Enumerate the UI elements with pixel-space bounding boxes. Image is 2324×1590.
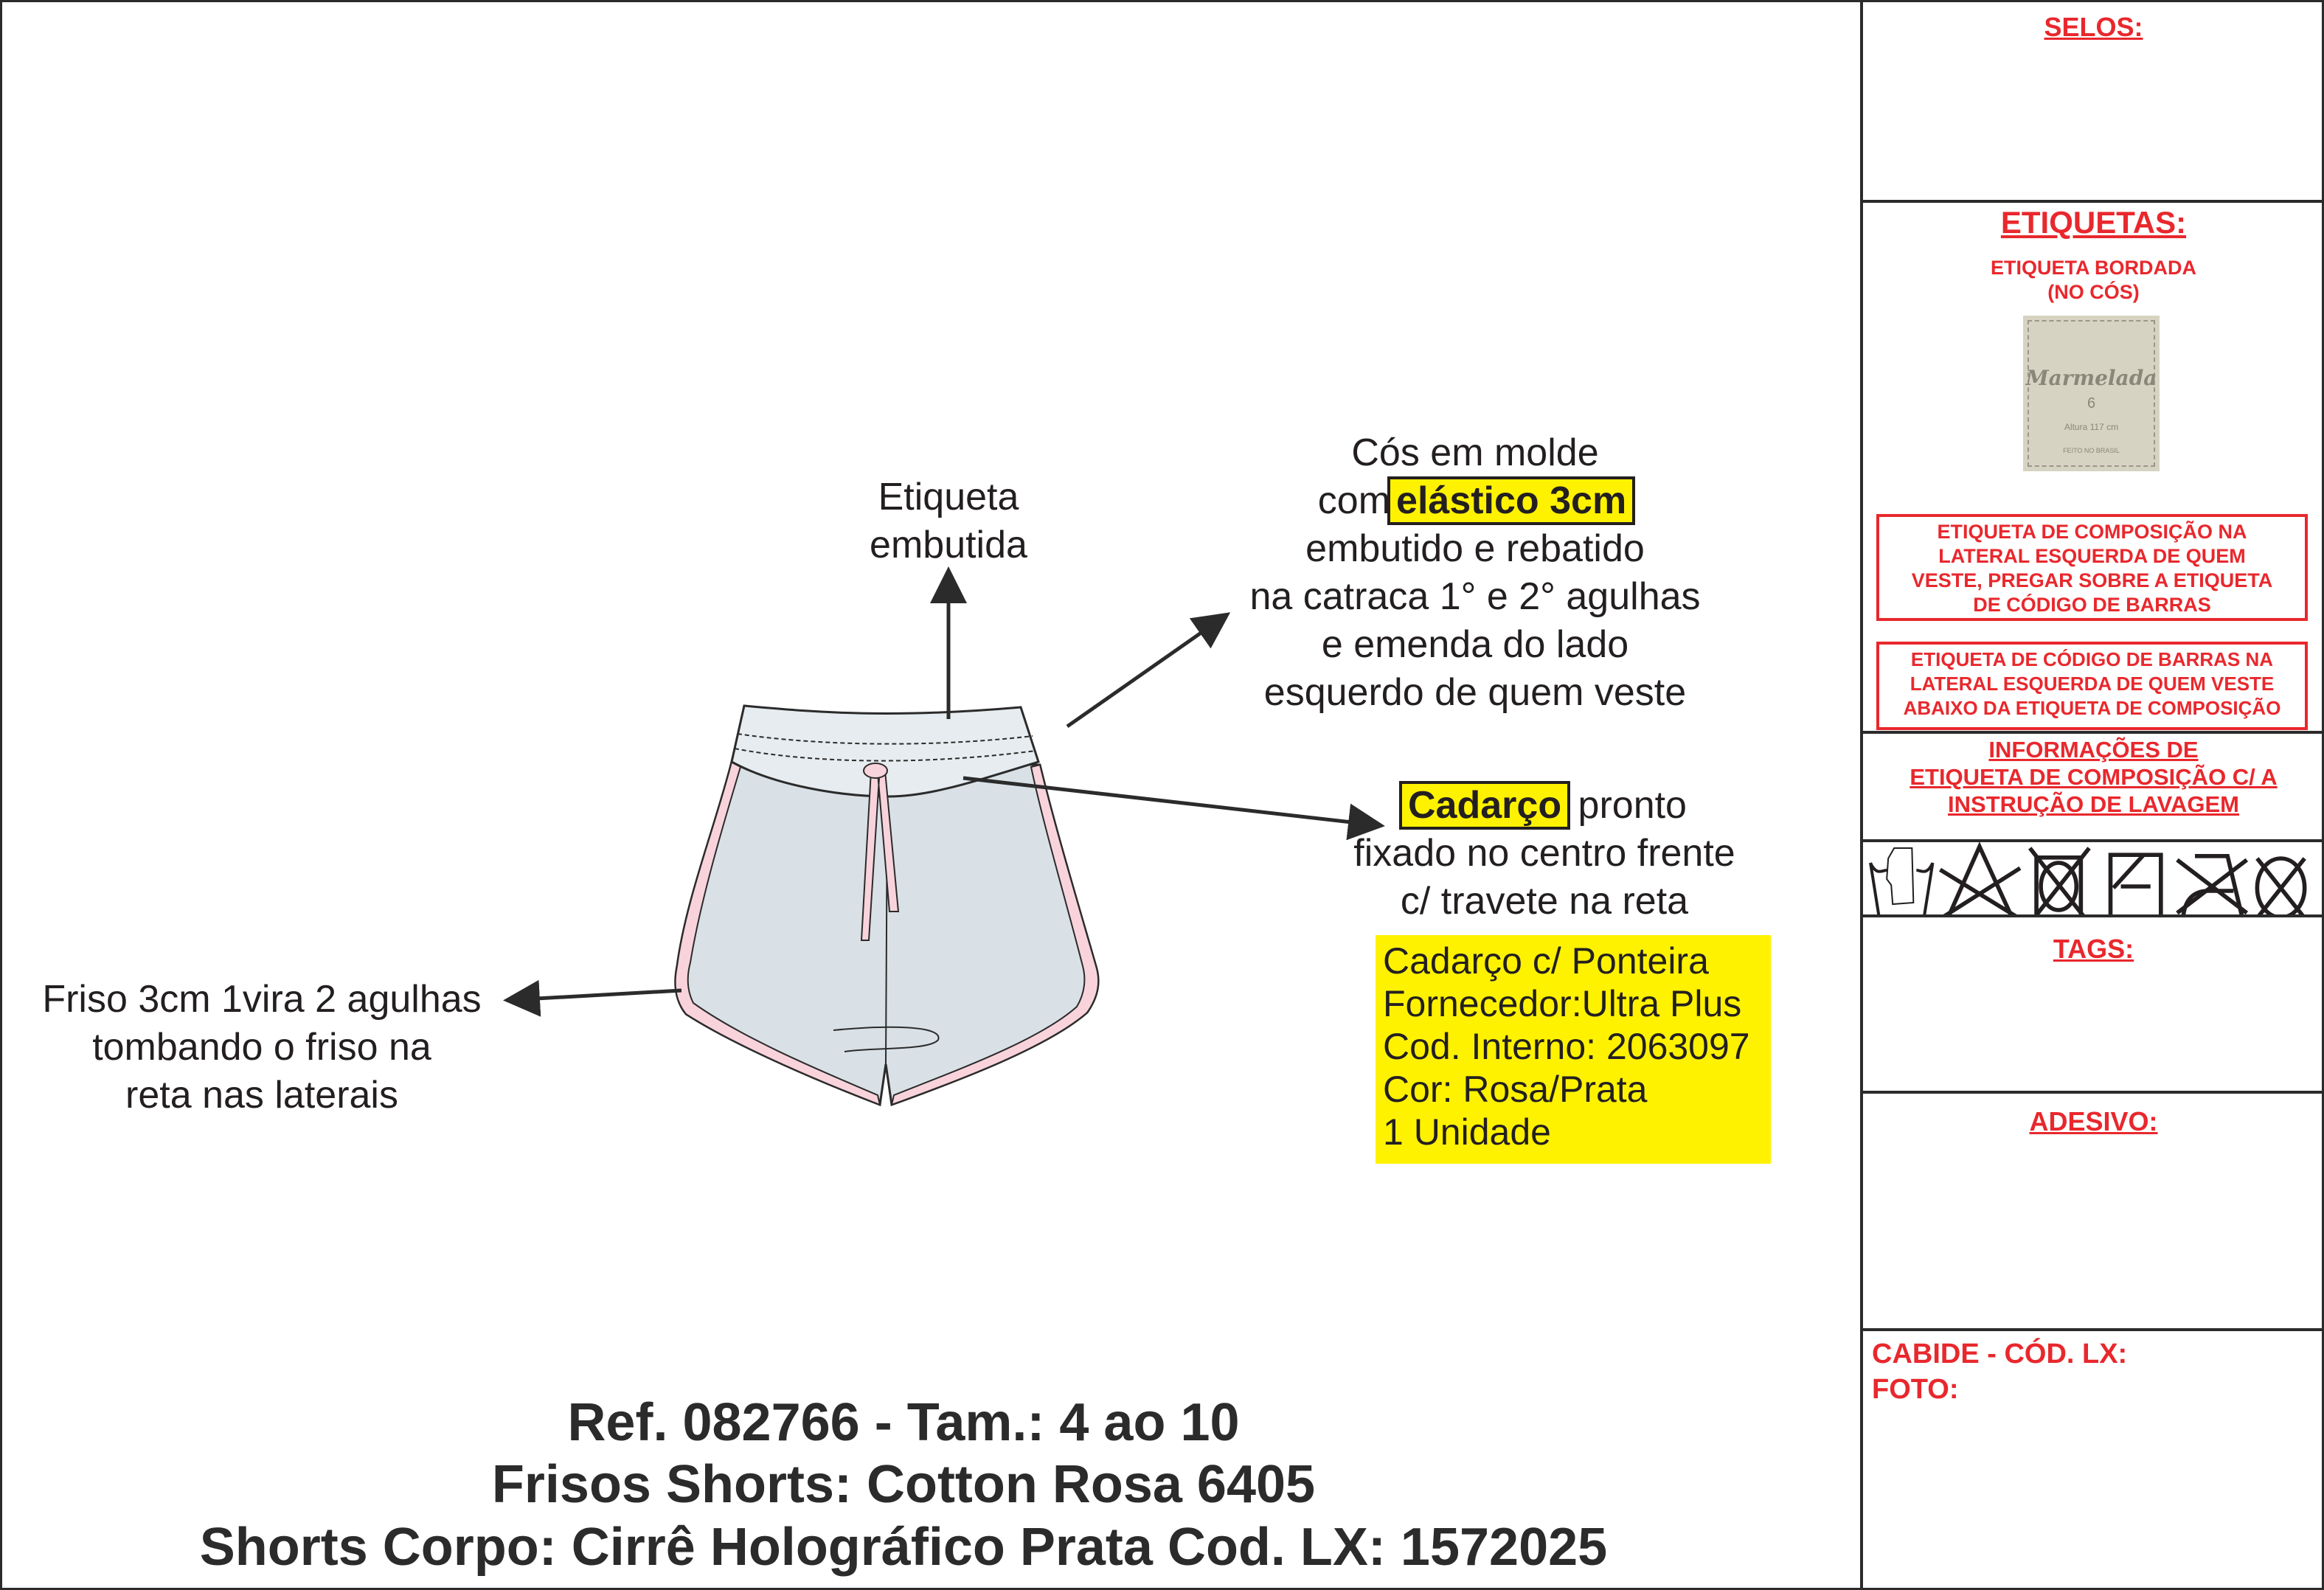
note-line: Etiqueta [878, 476, 1019, 518]
note-line: esquerdo de quem veste [1263, 671, 1687, 714]
arrow-cadarco [962, 776, 1385, 841]
text-line: LATERAL ESQUERDA DE QUEM VESTE [1910, 673, 2275, 695]
piping-fabric: Frisos Shorts: Cotton Rosa 6405 [491, 1455, 1316, 1514]
no-iron-icon [2176, 854, 2249, 914]
supplier-line: Cod. Interno: 2063097 [1383, 1026, 1750, 1067]
note-friso: Friso 3cm 1vira 2 agulhas tombando o fri… [15, 976, 509, 1119]
text-line: ABAIXO DA ETIQUETA DE COMPOSIÇÃO [1903, 697, 2281, 719]
arrow-friso [503, 979, 682, 1017]
note-line: fixado no centro frente [1353, 832, 1735, 875]
highlight-cadarco: Cadarço [1398, 781, 1571, 830]
note-line: Cadarço pronto [1323, 781, 1766, 830]
note-line: e emenda do lado [1321, 623, 1629, 666]
note-line: tombando o friso na [92, 1026, 431, 1069]
note-etiqueta: Etiqueta embutida [838, 473, 1059, 569]
text-line: INSTRUÇÃO DE LAVAGEM [1948, 791, 2239, 817]
note-line: reta nas laterais [125, 1074, 398, 1117]
divider [1860, 1091, 2324, 1094]
divider [1860, 200, 2324, 203]
supplier-line: Fornecedor:Ultra Plus [1383, 983, 1742, 1024]
note-cadarco: Cadarço pronto fixado no centro frente c… [1323, 781, 1766, 926]
divider [1860, 914, 2324, 917]
selos-heading: SELOS: [2044, 12, 2143, 42]
adesivo-heading: ADESIVO: [2029, 1106, 2158, 1136]
note-line: c/ travete na reta [1400, 880, 1689, 923]
text-line: LATERAL ESQUERDA DE QUEM [1938, 545, 2246, 567]
text-line: VESTE, PREGAR SOBRE A ETIQUETA [1911, 569, 2273, 591]
no-dry-clean-icon [2255, 856, 2307, 914]
text-line: ETIQUETA DE COMPOSIÇÃO NA [1937, 521, 2247, 543]
piping-right [890, 763, 1100, 1106]
drawstring [860, 770, 900, 941]
label-size: 6 [2087, 395, 2096, 412]
note-line: embutido e rebatido [1305, 527, 1645, 570]
note-line: embutida [870, 524, 1027, 566]
supplier-line: Cadarço c/ Ponteira [1383, 940, 1709, 982]
barcode-label-box: ETIQUETA DE CÓDIGO DE BARRAS NA LATERAL … [1876, 642, 2308, 730]
label-height: Altura 117 cm [2064, 422, 2119, 432]
care-symbols [1869, 841, 2307, 914]
reference-title: Ref. 082766 - Tam.: 4 ao 10 [567, 1393, 1240, 1452]
no-bleach-icon [1939, 841, 2022, 914]
hand-wash-icon [1869, 847, 1935, 914]
label-stitching [2028, 320, 2155, 467]
callout-arrows [503, 566, 1385, 1017]
note-line: Friso 3cm 1vira 2 agulhas [42, 978, 482, 1021]
line-dry-shade-icon [2108, 853, 2163, 914]
text-line: DE CÓDIGO DE BARRAS [1973, 594, 2211, 616]
etiquetas-heading: ETIQUETAS: [2000, 205, 2187, 240]
care-info-heading: INFORMAÇÕES DE ETIQUETA DE COMPOSIÇÃO C/… [1863, 736, 2324, 818]
supplier-line: Cor: Rosa/Prata [1383, 1069, 1648, 1110]
arrow-cos [1066, 612, 1231, 729]
cabide-label: CABIDE - CÓD. LX: [1872, 1339, 2128, 1369]
supplier-line: 1 Unidade [1383, 1111, 1551, 1153]
divider [1860, 839, 2324, 842]
highlight-elastico: elástico 3cm [1387, 476, 1636, 525]
etiqueta-bordada: ETIQUETA BORDADA (NO CÓS) [1863, 256, 2324, 305]
text-line: INFORMAÇÕES DE [1988, 737, 2199, 763]
text-line: ETIQUETA DE COMPOSIÇÃO C/ A [1910, 764, 2278, 790]
text-line: ETIQUETA DE CÓDIGO DE BARRAS NA [1910, 648, 2274, 670]
tags-heading: TAGS: [2053, 934, 2134, 964]
text-line: (NO CÓS) [2047, 281, 2140, 303]
cabide-section: CABIDE - CÓD. LX: FOTO: [1872, 1336, 2127, 1407]
sidebar-divider [1860, 0, 1863, 1590]
note-text: pronto [1578, 784, 1687, 827]
composition-label-box: ETIQUETA DE COMPOSIÇÃO NA LATERAL ESQUER… [1876, 514, 2308, 621]
supplier-box: Cadarço c/ Ponteira Fornecedor:Ultra Plu… [1376, 935, 1771, 1164]
woven-label-sample: Marmelada 6 Altura 117 cm FEITO NO BRASI… [2023, 316, 2160, 471]
note-text: com [1317, 479, 1391, 522]
divider [1860, 1328, 2324, 1331]
text-line: ETIQUETA BORDADA [1991, 257, 2196, 279]
no-tumble-dry-icon [2028, 847, 2091, 914]
body-fabric: Shorts Corpo: Cirrê Holográfico Prata Co… [199, 1518, 1608, 1577]
label-brand: Marmelada [2025, 366, 2157, 390]
shorts-drawing [674, 704, 1100, 1107]
note-line: na catraca 1° e 2° agulhas [1249, 575, 1701, 618]
foto-label: FOTO: [1872, 1374, 1959, 1405]
note-line: Cós em molde [1351, 431, 1599, 474]
piping-left [674, 760, 881, 1106]
label-origin: FEITO NO BRASIL [2063, 447, 2120, 454]
divider [1860, 731, 2324, 734]
